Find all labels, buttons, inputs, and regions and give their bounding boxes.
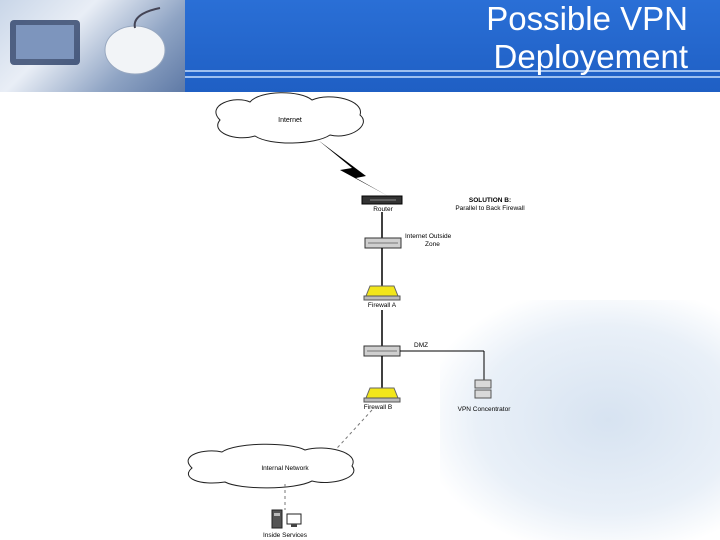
dmz-switch [363,345,401,357]
background-people-image [440,300,720,540]
outside-zone-label-1: Internet Outside [405,233,452,240]
header-rule-1 [185,70,720,72]
solution-title: SOLUTION B: [469,197,511,204]
router-label: Router [373,206,393,213]
solution-subtitle: Parallel to Back Firewall [455,205,525,212]
inside-services: Inside Services [263,509,308,539]
vpn-concentrator: VPN Concentrator [458,379,512,413]
vpn-concentrator-label: VPN Concentrator [458,406,512,413]
slide-title: Possible VPN Deployement [368,0,688,76]
slide-header: Possible VPN Deployement [0,0,720,100]
internet-label: Internet [278,117,302,124]
firewall-b: Firewall B [363,387,401,411]
internal-network-label: Internal Network [261,465,309,472]
firewall-a: Firewall A [363,285,401,309]
firewall-a-label: Firewall A [368,302,397,309]
firewall-b-label: Firewall B [364,404,393,411]
slide-title-line1: Possible VPN [486,0,688,37]
lightning-link [318,140,388,196]
dmz-label: DMZ [414,342,428,349]
outside-zone-label-2: Zone [425,241,440,248]
outside-switch [364,237,402,249]
internet-cloud: Internet [215,92,364,144]
laptop-mouse-illustration [10,7,166,75]
internal-network-cloud: Internal Network [187,443,355,489]
header-photo [0,0,185,92]
header-rule-2 [185,76,720,78]
router: Router [361,195,403,213]
slide-title-line2: Deployement [493,38,688,75]
inside-services-label: Inside Services [263,532,308,539]
